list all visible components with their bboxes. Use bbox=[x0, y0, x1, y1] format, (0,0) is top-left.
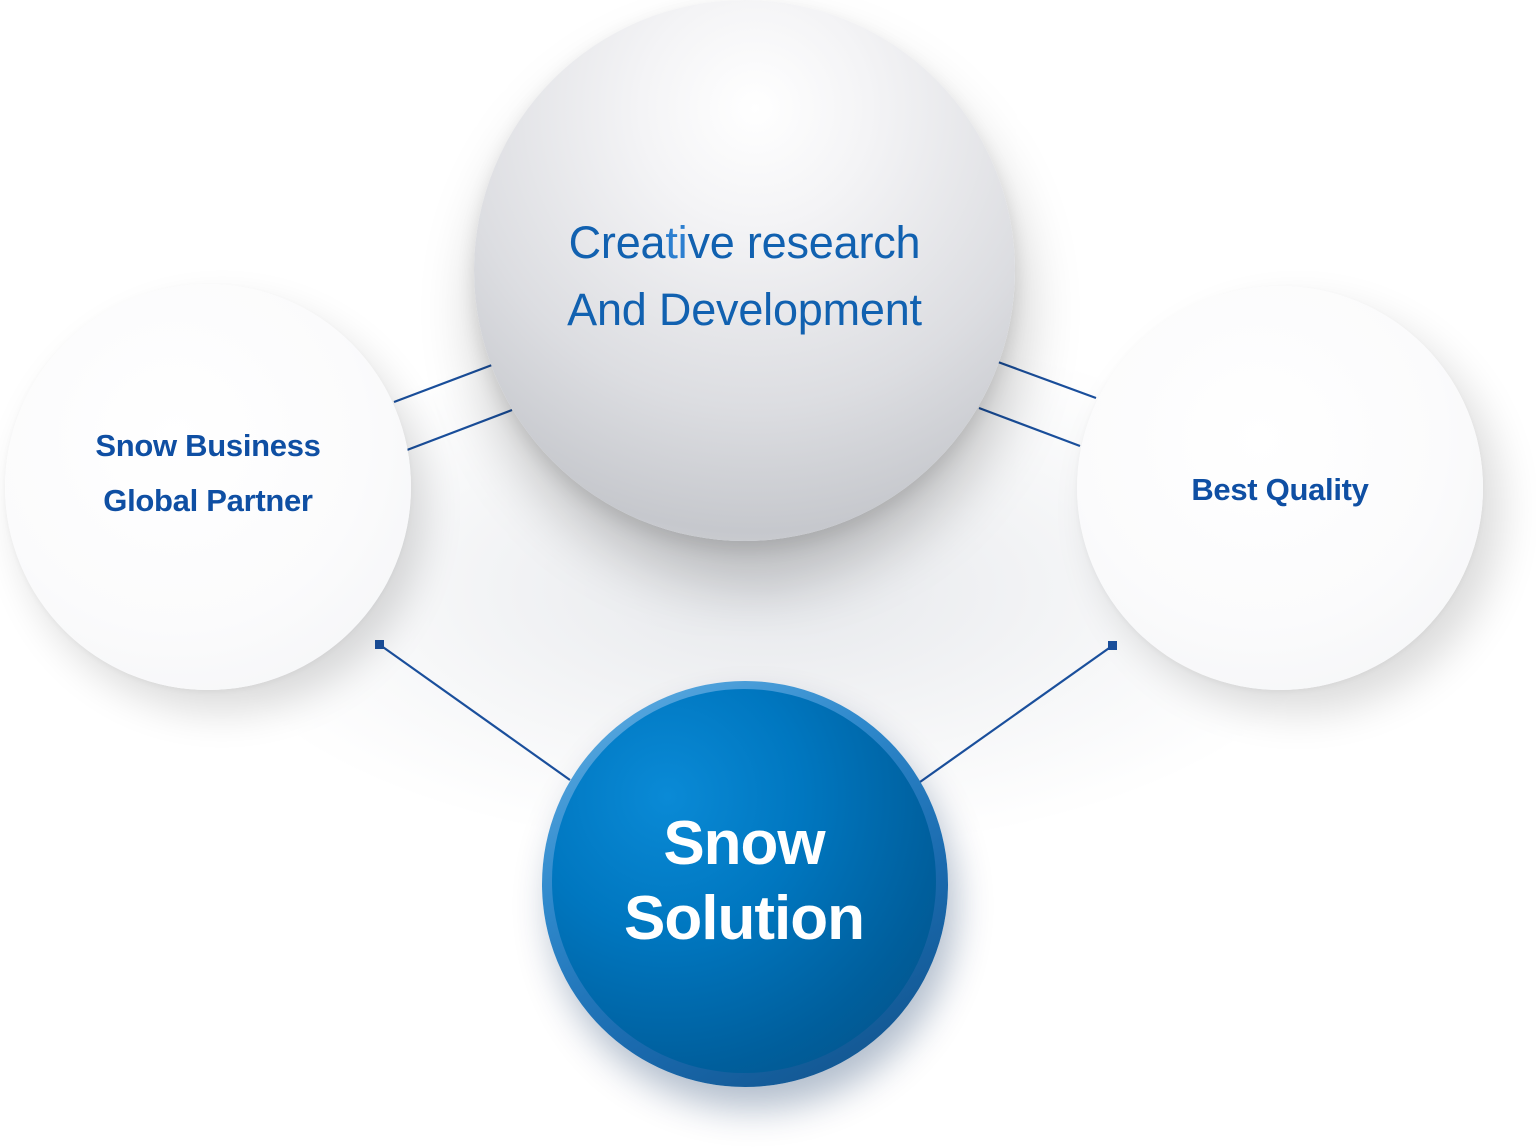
node-snow-solution-line-1: Snow bbox=[663, 809, 825, 878]
node-research-development-line-2: And Development bbox=[567, 283, 922, 335]
node-research-development-line-1: Creative research bbox=[567, 209, 922, 276]
node-global-partner-line-1: Snow Business bbox=[95, 428, 321, 463]
connector-center-right bbox=[919, 645, 1113, 783]
node-snow-solution-core: Snow Solution bbox=[552, 689, 936, 1073]
connector-top-left-upper bbox=[393, 363, 493, 404]
connector-center-left-end bbox=[375, 640, 384, 649]
connector-center-right-end bbox=[1108, 641, 1117, 650]
node-snow-solution-line-2: Solution bbox=[624, 884, 865, 953]
connector-top-right-lower bbox=[978, 406, 1081, 448]
node-snow-solution: Snow Solution bbox=[542, 681, 948, 1087]
node-global-partner: Snow Business Global Partner bbox=[5, 284, 411, 690]
line-1-part-3: ve research bbox=[687, 216, 921, 268]
line-1-part-1: Crea bbox=[568, 216, 666, 268]
node-research-development-label: Creative research And Development bbox=[567, 209, 922, 343]
node-global-partner-label: Snow Business Global Partner bbox=[95, 418, 321, 528]
connector-top-left-lower bbox=[406, 408, 513, 452]
node-research-development: Creative research And Development bbox=[474, 0, 1015, 541]
line-1-part-2: ti bbox=[665, 216, 688, 268]
node-best-quality-line-1: Best Quality bbox=[1191, 472, 1369, 507]
connector-center-left bbox=[379, 644, 571, 781]
connector-top-right-upper bbox=[997, 360, 1097, 400]
node-snow-solution-label: Snow Solution bbox=[624, 806, 865, 956]
node-global-partner-line-2: Global Partner bbox=[103, 483, 313, 518]
node-best-quality: Best Quality bbox=[1077, 286, 1483, 690]
node-best-quality-label: Best Quality bbox=[1191, 472, 1369, 508]
